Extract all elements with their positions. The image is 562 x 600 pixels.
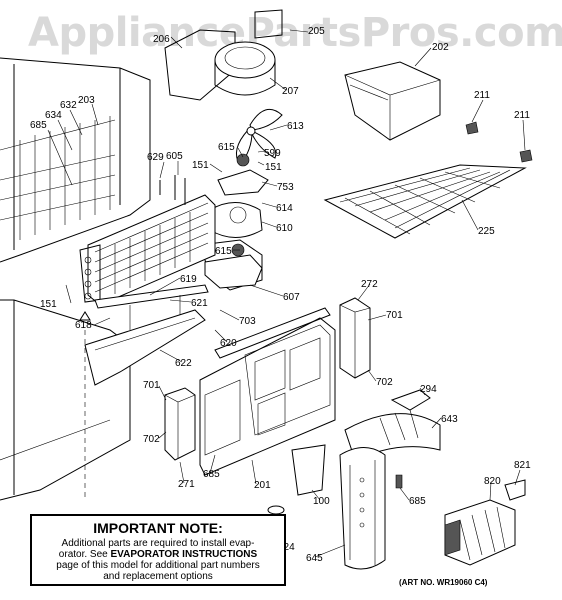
- callout-685-mid: 685: [203, 469, 220, 480]
- callout-211-a: 211: [474, 90, 490, 101]
- callout-615-mid: 615: [215, 246, 232, 257]
- callout-151-a: 151: [192, 160, 209, 171]
- bracket-607: [204, 254, 263, 289]
- art-number: (ART NO. WR19060 C4): [399, 578, 488, 587]
- ice-bin-202: [344, 61, 441, 141]
- air-duct-right: [339, 297, 371, 379]
- watermark: AppliancePartsPros.com: [28, 10, 562, 56]
- wire-shelf-225: [323, 164, 527, 239]
- leader-lines: [47, 29, 526, 558]
- drain-trough-622: [84, 309, 206, 386]
- callout-820: 820: [484, 476, 501, 487]
- evaporator-cover-201: [199, 307, 336, 476]
- note-line-2: orator. See EVAPORATOR INSTRUCTIONS: [38, 549, 278, 560]
- important-note-box: IMPORTANT NOTE: Additional parts are req…: [30, 514, 286, 586]
- shelf-bracket-211a: [465, 121, 479, 135]
- arrow-head: [79, 311, 91, 321]
- part-100: [291, 444, 326, 496]
- air-duct-left: [164, 387, 196, 461]
- callout-703: 703: [239, 316, 256, 327]
- part-294: [390, 389, 431, 411]
- note-line-2-text: orator. See: [58, 549, 111, 560]
- note-line-3: page of this model for additional part n…: [56, 560, 260, 571]
- callout-701-left: 701: [143, 380, 160, 391]
- callout-207: 207: [282, 86, 299, 97]
- evaporator-coil: [79, 175, 216, 306]
- part-821: [504, 479, 526, 501]
- note-title: IMPORTANT NOTE:: [93, 520, 223, 536]
- callout-685-right: 685: [409, 496, 426, 507]
- callout-622: 622: [175, 358, 192, 369]
- evaporator-instructions-link[interactable]: EVAPORATOR INSTRUCTIONS: [110, 549, 258, 560]
- callout-294: 294: [420, 384, 437, 395]
- note-body: Additional parts are required to install…: [32, 538, 284, 582]
- callout-685-top: 685: [30, 120, 47, 131]
- callout-599: 599: [264, 148, 281, 159]
- callout-629: 629: [147, 152, 164, 163]
- callout-702-left: 702: [143, 434, 160, 445]
- callout-271: 271: [178, 479, 195, 490]
- callout-645: 645: [306, 553, 323, 564]
- note-line-4: and replacement options: [103, 571, 213, 582]
- callout-151-b: 151: [265, 162, 282, 173]
- callout-100: 100: [313, 496, 330, 507]
- callout-labels: 205 206 207 202 203 632 634 685 613 615 …: [30, 26, 531, 564]
- callout-610: 610: [276, 223, 293, 234]
- callout-621: 621: [191, 298, 208, 309]
- note-line-1: Additional parts are required to install…: [61, 538, 255, 549]
- callout-225: 225: [478, 226, 495, 237]
- callout-643: 643: [441, 414, 458, 425]
- callout-324: 324: [278, 542, 295, 553]
- callout-206: 206: [153, 34, 170, 45]
- callout-618: 618: [75, 320, 92, 331]
- callout-613: 613: [287, 121, 304, 132]
- fan-housing-206-207: [164, 9, 283, 101]
- screw-685: [395, 474, 403, 489]
- callout-753: 753: [277, 182, 294, 193]
- callout-821: 821: [514, 460, 531, 471]
- shelf-bracket-211b: [519, 149, 533, 163]
- ice-maker-820: [444, 499, 516, 566]
- callout-605: 605: [166, 151, 183, 162]
- callout-615-top: 615: [218, 142, 235, 153]
- callout-701-right: 701: [386, 310, 403, 321]
- callout-632: 632: [60, 100, 77, 111]
- callout-203: 203: [78, 95, 95, 106]
- callout-211-b: 211: [514, 110, 530, 121]
- callout-634: 634: [45, 110, 62, 121]
- cabinet-outline: [0, 57, 151, 501]
- callout-619: 619: [180, 274, 197, 285]
- callout-702-right: 702: [376, 377, 393, 388]
- callout-201: 201: [254, 480, 271, 491]
- callout-151-c: 151: [40, 299, 57, 310]
- callout-205: 205: [308, 26, 325, 37]
- callout-614: 614: [276, 203, 293, 214]
- callout-202: 202: [432, 42, 449, 53]
- callout-607: 607: [283, 292, 300, 303]
- callout-272: 272: [361, 279, 378, 290]
- callout-620: 620: [220, 338, 237, 349]
- chute-645: [339, 447, 386, 570]
